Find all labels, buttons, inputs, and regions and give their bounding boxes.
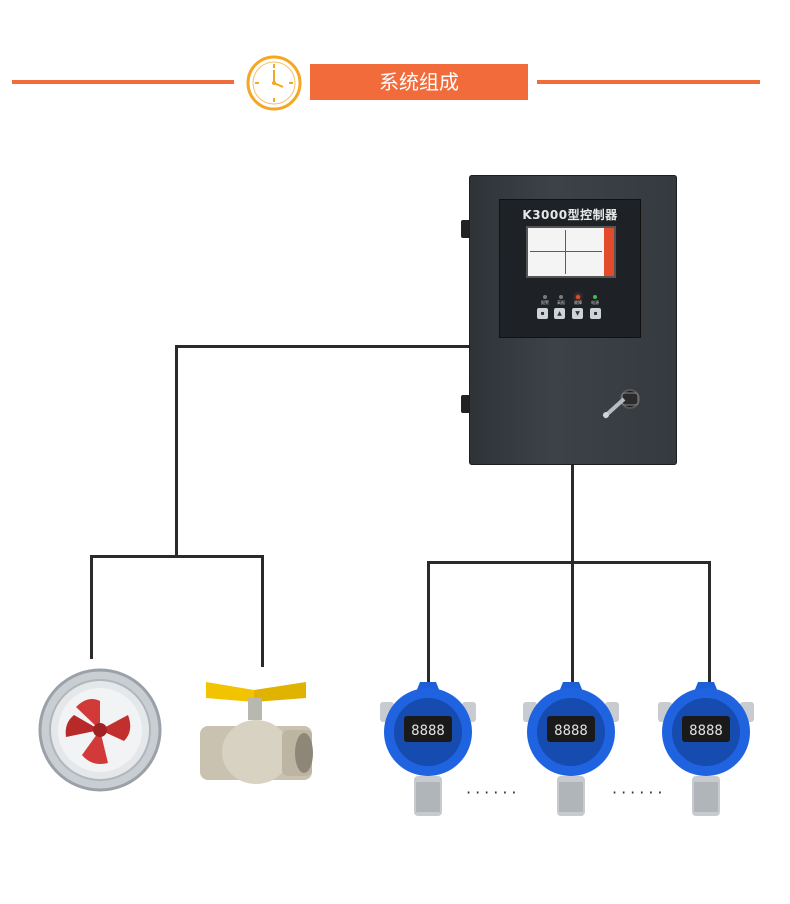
controller-title: K3000型控制器 <box>522 208 618 222</box>
svg-text:8888: 8888 <box>411 723 445 739</box>
header-line-right <box>537 80 760 84</box>
cabinet-hinge-bottom <box>461 395 471 413</box>
enter-key[interactable]: ▪ <box>590 308 601 319</box>
clock-icon <box>246 55 302 111</box>
gas-detector-icon: 8888 <box>658 682 754 816</box>
svg-text:8888: 8888 <box>689 723 723 739</box>
led-label-fault: 故障 <box>574 300 582 305</box>
gas-detector-icon: 8888 <box>380 682 476 816</box>
header-line-left <box>12 80 234 84</box>
wire-detector-2-drop <box>571 561 574 683</box>
down-key[interactable]: ▼ <box>572 308 583 319</box>
wire-right-trunk <box>571 464 574 564</box>
led-alarm <box>543 295 547 299</box>
svg-text:8888: 8888 <box>554 723 588 739</box>
controller-panel: K3000型控制器 报警 高报 故障 电源 ▪ ▲ ▼ ▪ <box>499 199 641 338</box>
led-power <box>593 295 597 299</box>
led-label-power: 电源 <box>591 300 599 305</box>
cabinet-hinge-top <box>461 220 471 238</box>
wire-valve-drop <box>261 555 264 667</box>
wire-left-branch <box>90 555 264 558</box>
controller-screen <box>526 226 616 278</box>
wire-detector-1-drop <box>427 561 430 683</box>
ellipsis-1: ······ <box>466 783 521 802</box>
wire-fan-drop <box>90 555 93 659</box>
screen-divider-h <box>530 251 602 252</box>
wire-left-trunk <box>175 345 178 557</box>
wire-right-branch <box>427 561 711 564</box>
screen-side-bar <box>604 228 614 276</box>
ellipsis-2: ······ <box>612 783 667 802</box>
led-label-alarm: 报警 <box>541 300 549 305</box>
led-high-alarm <box>559 295 563 299</box>
fan-icon <box>38 668 162 792</box>
menu-key[interactable]: ▪ <box>537 308 548 319</box>
valve-icon <box>200 682 313 784</box>
key-lock-icon <box>602 389 640 419</box>
wire-detector-3-drop <box>708 561 711 683</box>
wire-top-left <box>175 345 471 348</box>
led-label-high-alarm: 高报 <box>557 300 565 305</box>
up-key[interactable]: ▲ <box>554 308 565 319</box>
screen-divider-v <box>565 230 566 274</box>
led-fault <box>576 295 580 299</box>
page-title: 系统组成 <box>310 64 528 100</box>
gas-detector-icon: 8888 <box>523 682 619 816</box>
